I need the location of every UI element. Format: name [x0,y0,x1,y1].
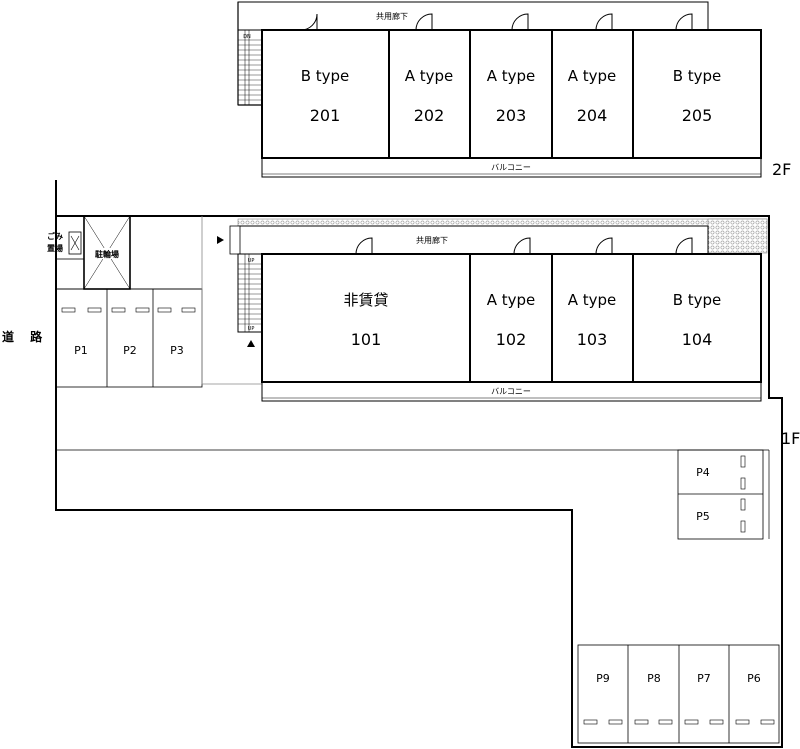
unit-104 [632,253,762,383]
second-floor-corridor-outline [237,1,709,31]
wheel-stop [735,719,750,725]
unit-104-type: B type [673,291,722,309]
door-204 [595,13,613,31]
unit-104-number: 104 [682,330,713,349]
parking-p6: P6 [747,672,761,685]
unit-205-type: B type [673,67,722,85]
first-floor-courtyard-outline [201,216,262,385]
parking-bottom-group: P9 P8 P7 P6 [577,644,780,744]
second-floor-balcony-label: バルコニー [491,163,531,172]
door-201 [300,13,318,31]
unit-101 [261,253,471,383]
wheel-stop [740,477,746,490]
second-floor: DN 共用廊下 B type 201 A type 202 A type 203… [237,1,791,179]
first-floor-stair: UP UP [237,253,263,333]
unit-205-number: 205 [682,106,713,125]
wheel-stop [61,307,76,313]
wheel-stop [634,719,649,725]
parking-p2: P2 [123,344,137,357]
wheel-stop [684,719,699,725]
first-floor-balcony [261,381,762,402]
door-102 [513,237,531,255]
parking-left-group: P1 P2 P3 [55,288,203,388]
stair-label-2f: DN [243,34,251,40]
second-floor-stair: DN [237,29,263,106]
unit-202-number: 202 [414,106,445,125]
first-floor-balcony-label: バルコニー [491,387,531,396]
wheel-stop [608,719,623,725]
first-floor-label: 1F [781,429,800,448]
bike-parking: 駐輪場 [83,215,131,290]
parking-p3: P3 [170,344,184,357]
unit-102-number: 102 [496,330,527,349]
garbage-label-line1: ごみ [47,231,63,241]
parking-p8: P8 [647,672,661,685]
unit-103 [551,253,634,383]
road-label: 道 路 [2,329,48,344]
wheel-stop [583,719,598,725]
unit-103-number: 103 [577,330,608,349]
second-floor-corridor-label: 共用廊下 [376,11,408,21]
stair-label-1f-top: UP [248,258,255,264]
second-floor-label: 2F [772,160,791,179]
door-104 [675,237,693,255]
door-202 [415,13,433,31]
wheel-stop [87,307,102,313]
wheel-stop [658,719,673,725]
door-203 [511,13,529,31]
unit-102 [469,253,553,383]
unit-101-type: 非賃貸 [343,291,388,309]
wheel-stop [157,307,172,313]
bike-parking-label: 駐輪場 [95,249,119,259]
wheel-stop [740,498,746,511]
unit-201-type: B type [301,67,350,85]
stair-label-1f-bottom: UP [248,326,255,332]
hedge-block [707,218,768,254]
unit-204-number: 204 [577,106,608,125]
unit-202 [388,29,471,159]
unit-102-type: A type [487,291,536,309]
unit-204-type: A type [568,67,617,85]
first-floor-corridor-outline [237,225,709,255]
wheel-stop [181,307,196,313]
parking-p1: P1 [74,344,88,357]
garbage-bin-icon [68,231,82,255]
unit-204 [551,29,634,159]
wheel-stop [740,520,746,533]
parking-right-group: P4 P5 [677,449,764,540]
first-floor: UP UP 共用廊下 非賃貸 101 A type 102 A type 103… [217,225,800,448]
entry-arrow-icon [217,236,224,244]
unit-201-number: 201 [310,106,341,125]
door-103 [595,237,613,255]
parking-p7: P7 [697,672,711,685]
door-205 [675,13,693,31]
parking-p9: P9 [596,672,610,685]
parking-p4: P4 [696,466,710,479]
unit-202-type: A type [405,67,454,85]
wheel-stop [740,455,746,468]
wheel-stop [111,307,126,313]
unit-103-type: A type [568,291,617,309]
unit-203-type: A type [487,67,536,85]
parking-p5: P5 [696,510,710,523]
first-floor-corridor-label: 共用廊下 [416,235,448,245]
door-101 [355,237,373,255]
unit-203-number: 203 [496,106,527,125]
entry-arrow-up-icon [247,340,255,347]
wheel-stop [760,719,775,725]
garbage-area: ごみ 置場 [47,215,85,260]
site-boundary: 道 路 [2,180,783,748]
wheel-stop [709,719,724,725]
unit-203 [469,29,553,159]
wheel-stop [135,307,150,313]
second-floor-balcony [261,157,762,178]
unit-101-number: 101 [351,330,382,349]
garbage-label-line2: 置場 [47,243,63,253]
unit-201 [261,29,390,159]
unit-205 [632,29,762,159]
